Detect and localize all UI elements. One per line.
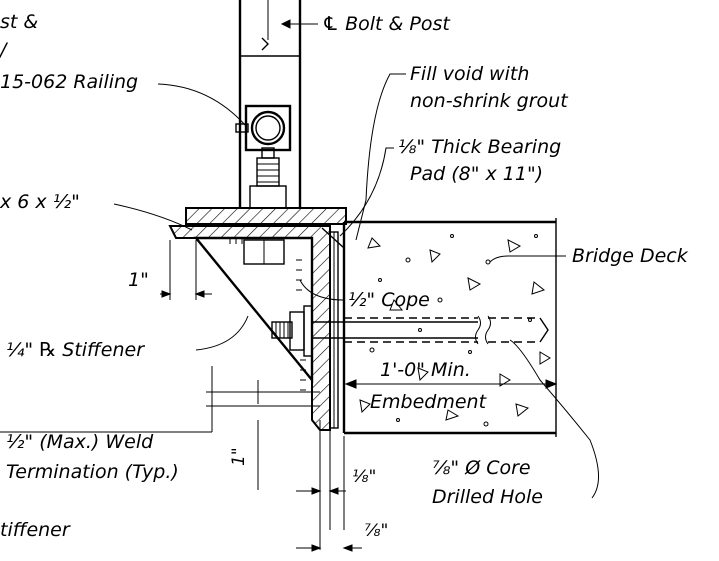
rail-clamp	[235, 104, 292, 159]
embedment-label: Embedment	[370, 391, 488, 413]
nut-under-plate	[243, 239, 285, 265]
dimension-lines	[0, 240, 558, 552]
seven-eighth-inch-dimension: ⅞"	[364, 521, 388, 541]
fill-void-label-line1: Fill void with	[410, 63, 529, 85]
one-inch-dimension: 1"	[128, 269, 149, 291]
post	[238, 0, 302, 208]
bridge-deck-label: Bridge Deck	[572, 245, 689, 267]
leader-lines	[113, 0, 599, 499]
eighth-inch-dimension: ⅛"	[352, 467, 376, 487]
weld-ticks	[229, 238, 306, 391]
bearing-pad	[329, 231, 339, 429]
bolt-post-centerline-label: ℄ Bolt & Post	[322, 13, 451, 35]
min-length-label: 1'-0" Min.	[380, 359, 471, 381]
threaded-rod	[249, 157, 287, 209]
stiffener-label-fragment: tiffener	[0, 519, 71, 541]
angle-size-label: x 6 x ½"	[0, 191, 80, 213]
cope-label: ½" Cope	[348, 289, 430, 311]
anchor-bolt	[271, 305, 478, 357]
vertical-one-inch-dimension: 1"	[229, 447, 249, 466]
weld-label-line2: Termination (Typ.)	[6, 461, 179, 483]
stiffener-label: ¼" ℞ Stiffener	[6, 339, 145, 361]
weld-label-line1: ½" (Max.) Weld	[6, 431, 154, 453]
stiffener-plate	[193, 236, 314, 384]
bearing-pad-label-line1: ⅛" Thick Bearing	[398, 136, 561, 158]
base-plate	[185, 207, 347, 225]
core-hole-label-line1: ⅞" Ø Core	[432, 457, 531, 479]
bearing-pad-label-line2: Pad (8" x 11")	[410, 163, 543, 185]
railing-label: 15-062 Railing	[0, 71, 138, 93]
post-label-fragment-2: /	[0, 39, 9, 61]
concrete-aggregate	[359, 234, 551, 427]
bridge-deck	[342, 218, 557, 437]
post-label-fragment-1: st &	[0, 11, 38, 33]
annotation-text: st & / 15-062 Railing ℄ Bolt & Post Fill…	[0, 11, 689, 541]
fill-void-label-line2: non-shrink grout	[410, 90, 569, 112]
core-drilled-hole	[344, 315, 549, 345]
core-hole-label-line2: Drilled Hole	[432, 486, 543, 508]
